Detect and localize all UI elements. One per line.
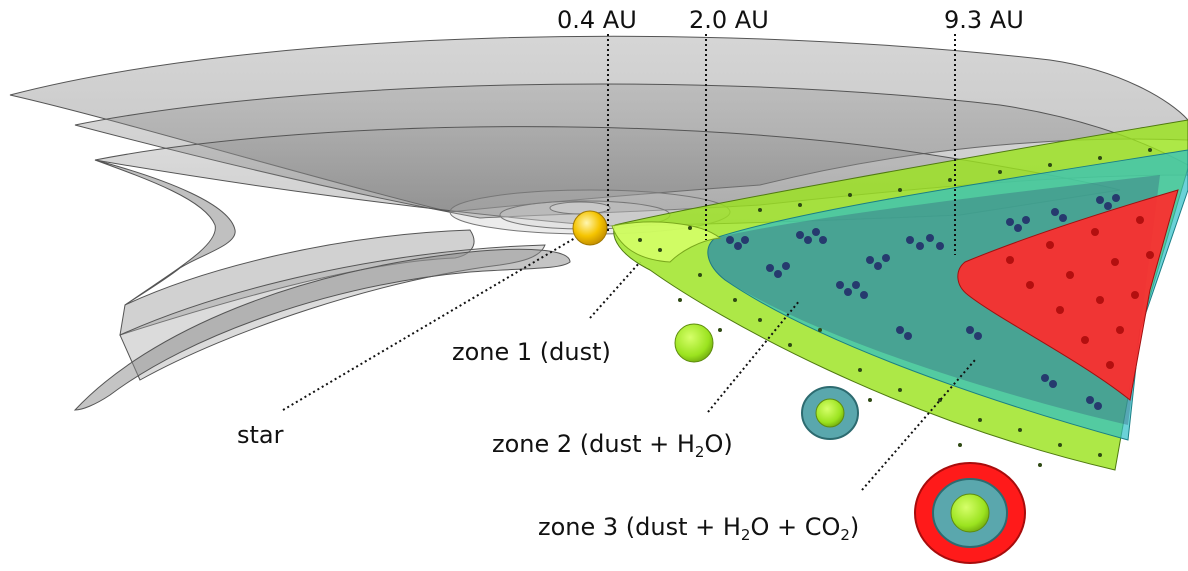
pointer-zone3 xyxy=(861,359,976,491)
co2-ice-grains xyxy=(1006,216,1154,369)
label-zone3-sub2: 2 xyxy=(840,526,850,544)
label-zone3-prefix: zone 3 (dust + H xyxy=(538,513,741,541)
label-2-0au: 2.0 AU xyxy=(689,6,769,34)
pointer-zone1 xyxy=(589,261,641,319)
distance-markers xyxy=(607,34,956,255)
label-zone3-mid: O + CO xyxy=(750,513,841,541)
zone3-grain-icon xyxy=(914,462,1026,564)
disk-cross-section xyxy=(611,119,1188,471)
label-zone2: zone 2 (dust + H2O) xyxy=(492,430,733,461)
label-zone1: zone 1 (dust) xyxy=(452,338,611,366)
label-zone3-suffix: ) xyxy=(849,513,860,541)
label-zone2-suffix: O) xyxy=(704,430,733,458)
label-zone1-text: zone 1 (dust) xyxy=(452,338,611,366)
label-9-3au: 9.3 AU xyxy=(944,6,1024,34)
star-icon xyxy=(572,210,608,246)
label-zone3-sub1: 2 xyxy=(740,526,751,544)
pointer-zone2 xyxy=(707,299,801,413)
zone1-grain-icon xyxy=(674,323,714,363)
label-zone3: zone 3 (dust + H2O + CO2) xyxy=(538,513,859,544)
label-0-4au: 0.4 AU xyxy=(557,6,637,34)
pointer-star xyxy=(282,237,576,411)
label-star: star xyxy=(237,421,284,449)
zone2-grain-icon xyxy=(801,386,859,440)
label-zone2-prefix: zone 2 (dust + H xyxy=(492,430,695,458)
ice-molecule-clusters xyxy=(726,194,1120,410)
label-zone2-sub: 2 xyxy=(694,443,705,461)
dust-grains xyxy=(638,148,1152,467)
pointer-lines xyxy=(282,237,976,491)
